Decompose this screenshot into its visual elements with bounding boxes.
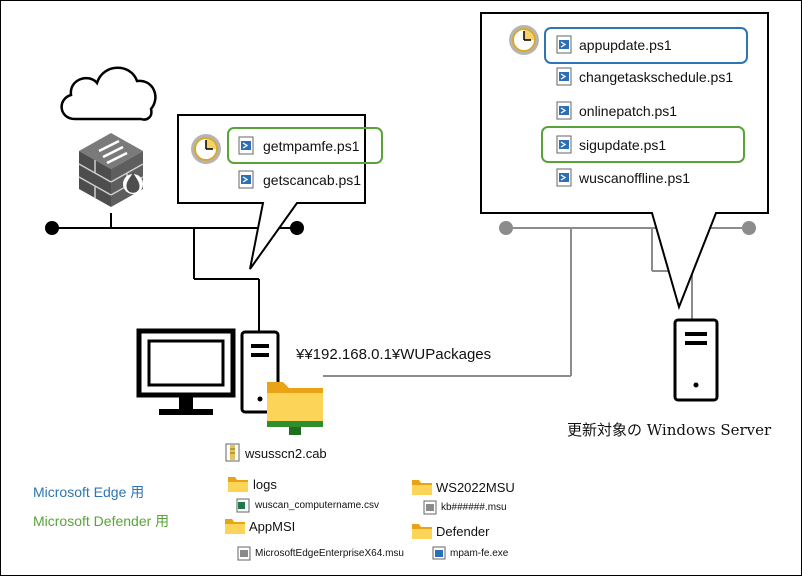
highlight-appupdate — [544, 27, 748, 64]
script-onlinepatch: onlinepatch.ps1 — [579, 103, 678, 119]
appmsi-file-label: MicrosoftEdgeEnterpriseX64.msu — [255, 548, 404, 559]
left-network — [52, 213, 297, 331]
ws2022msu-folder-icon — [412, 480, 432, 495]
defender-folder-label: Defender — [436, 524, 490, 539]
defender-folder-icon — [412, 524, 432, 539]
logs-folder-label: logs — [253, 477, 277, 492]
ps1-file-icon — [238, 170, 254, 189]
cab-file-label: wsusscn2.cab — [245, 446, 327, 461]
monitor-icon — [136, 328, 236, 415]
ps1-file-icon — [238, 136, 254, 155]
share-path-label: ¥¥192.168.0.1¥WUPackages — [296, 346, 492, 363]
script-changetaskschedule: changetaskschedule.ps1 — [579, 69, 734, 85]
right-network — [506, 227, 749, 319]
server-network-endpoint-left — [499, 221, 513, 235]
ps1-file-icon — [556, 135, 572, 154]
ps1-file-icon — [556, 168, 572, 187]
share-folder-icon — [267, 382, 323, 435]
cab-file-icon — [225, 443, 240, 462]
script-wuscanoffline: wuscanoffline.ps1 — [579, 170, 691, 186]
clock-icon — [509, 25, 539, 55]
msu-file-icon — [237, 546, 251, 561]
network-endpoint-right — [290, 221, 304, 235]
server-tower-icon — [673, 318, 719, 402]
ws2022msu-folder-label: WS2022MSU — [436, 480, 515, 495]
clock-icon — [191, 134, 221, 164]
script-getmpamfe: getmpamfe.ps1 — [263, 138, 360, 154]
server-network-endpoint-right — [742, 221, 756, 235]
legend-edge: Microsoft Edge 用 — [33, 484, 145, 500]
script-appupdate: appupdate.ps1 — [579, 37, 672, 53]
script-getscancab: getscancab.ps1 — [263, 172, 362, 188]
network-endpoint-left — [45, 221, 59, 235]
highlight-sigupdate — [541, 126, 745, 163]
csv-file-icon — [236, 498, 250, 513]
ps1-file-icon — [556, 101, 572, 120]
ws2022msu-file-label: kb######.msu — [441, 502, 507, 513]
script-sigupdate: sigupdate.ps1 — [579, 137, 667, 153]
client-callout — [177, 114, 366, 270]
server-callout — [480, 12, 769, 311]
share-connection — [323, 228, 572, 377]
exe-file-icon — [432, 546, 446, 560]
cloud-icon — [60, 66, 157, 121]
msu-file-icon — [423, 500, 437, 515]
ps1-file-icon — [556, 67, 572, 86]
defender-file-label: mpam-fe.exe — [450, 548, 509, 559]
ps1-file-icon — [556, 35, 572, 54]
legend-defender: Microsoft Defender 用 — [33, 513, 170, 529]
logs-file-label: wuscan_computername.csv — [255, 500, 379, 511]
highlight-getmpamfe — [227, 127, 383, 164]
logs-folder-icon — [228, 477, 248, 492]
appmsi-folder-label: AppMSI — [249, 519, 296, 534]
server-label: 更新対象の Windows Server — [567, 421, 772, 439]
appmsi-folder-icon — [225, 519, 245, 534]
firewall-icon — [78, 133, 144, 207]
